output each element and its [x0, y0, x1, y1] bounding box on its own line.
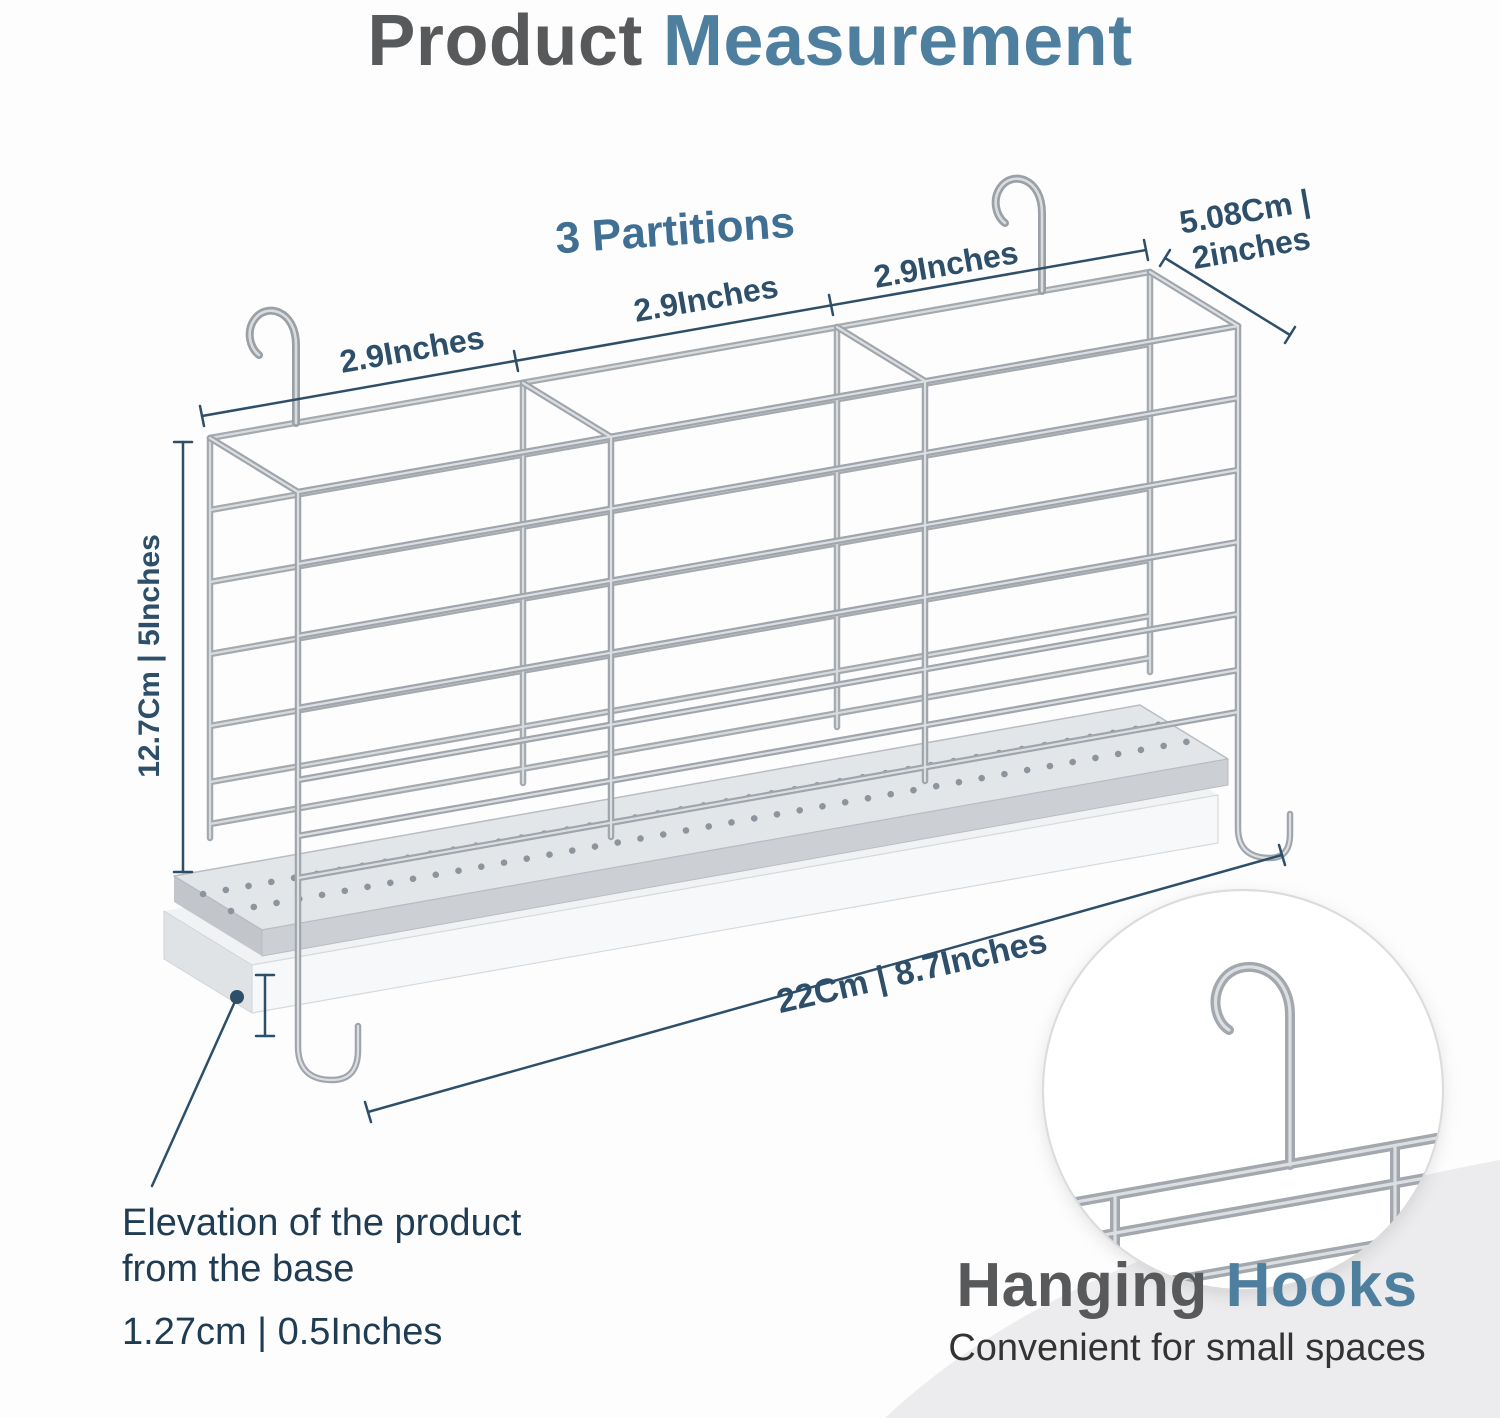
- dimension-height: [172, 440, 194, 874]
- dimension-depth: [1158, 248, 1297, 345]
- elevation-value: 1.27cm | 0.5Inches: [122, 1310, 443, 1353]
- hanging-hooks-title: Hanging Hooks: [898, 1250, 1476, 1321]
- title-word-measurement: Measurement: [662, 1, 1133, 81]
- elevation-text-line1: Elevation of the product: [122, 1202, 522, 1244]
- hanging-hooks-callout: Hanging Hooks Convenient for small space…: [898, 1250, 1476, 1370]
- dimension-length: [363, 843, 1287, 1124]
- elevation-text-line2: from the base: [122, 1248, 355, 1291]
- elevation-indicator: [150, 973, 276, 1188]
- dimension-partitions-top: [198, 238, 1150, 428]
- hook-zoom-inset: [1042, 889, 1444, 1291]
- elevation-note: Elevation of the product from the base 1…: [122, 1200, 521, 1355]
- hooks-word: Hooks: [1225, 1251, 1418, 1320]
- height-dimension-label: 12.7Cm | 5Inches: [133, 534, 166, 778]
- title-word-product: Product: [367, 1, 643, 81]
- hooks-subtitle: Convenient for small spaces: [948, 1327, 1426, 1369]
- page-title: Product Measurement: [0, 1, 1500, 81]
- hanging-word: Hanging: [956, 1251, 1208, 1320]
- dimension-lines: [150, 238, 1297, 1188]
